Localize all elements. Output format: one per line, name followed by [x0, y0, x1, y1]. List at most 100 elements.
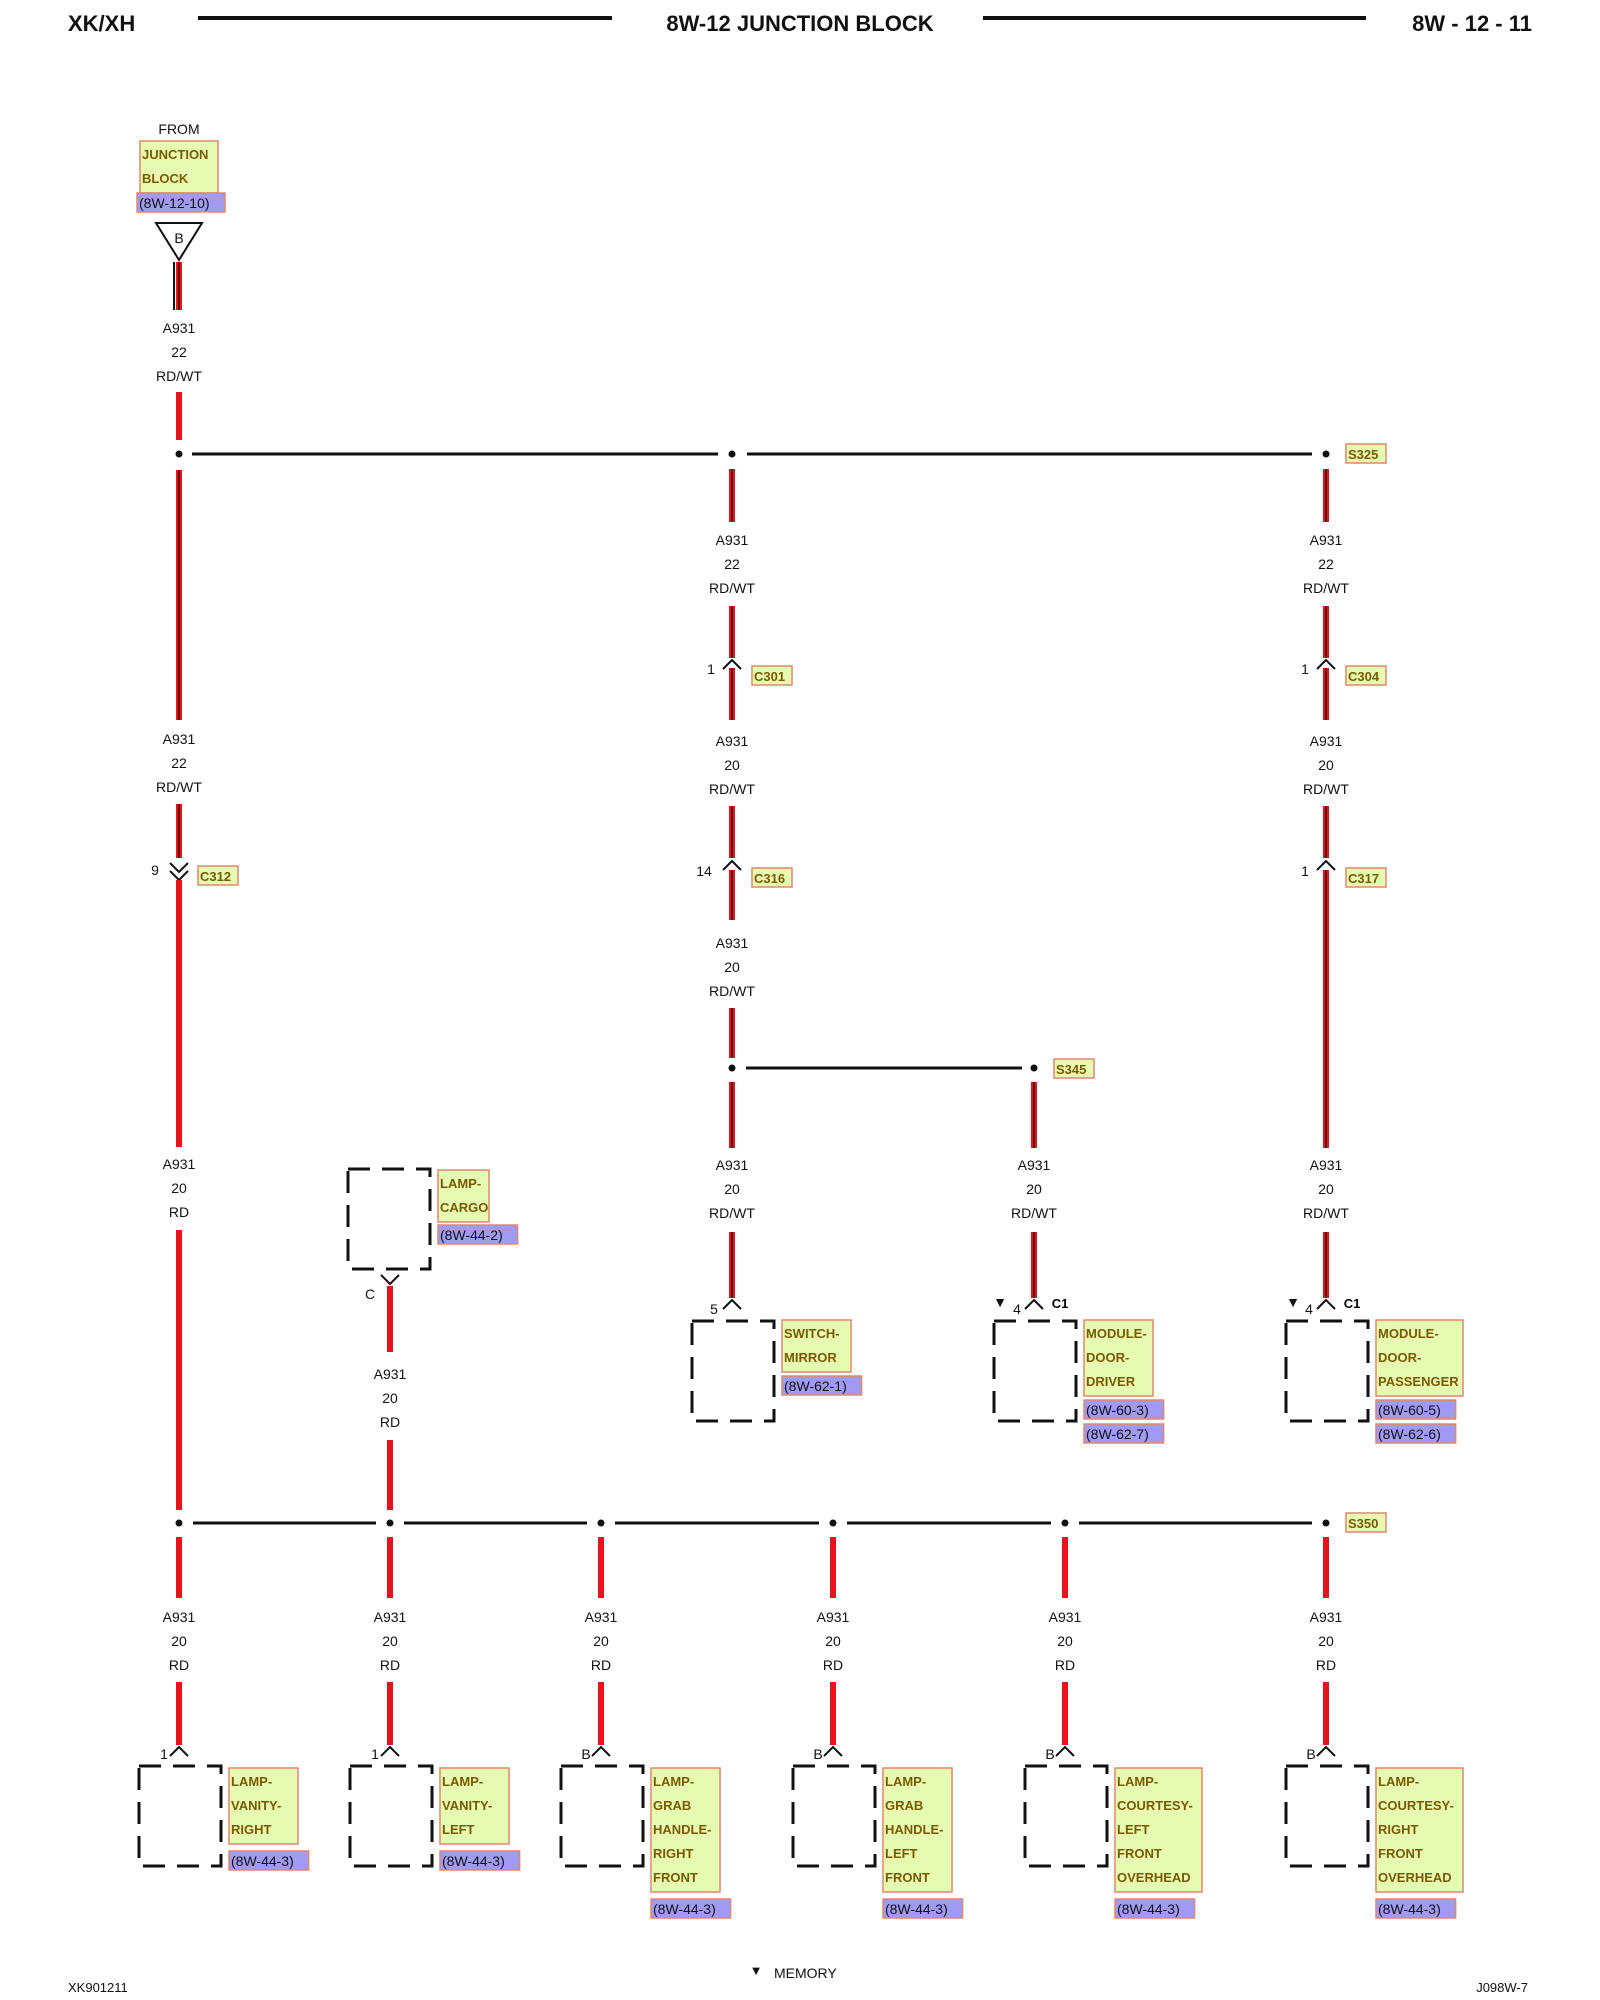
wire-bottom-4-label-gauge: 20: [825, 1633, 841, 1649]
wire-bottom-1-label-gauge: 20: [171, 1633, 187, 1649]
wire-bottom-5-label-circuit: A931: [1049, 1609, 1082, 1625]
connector-bottom-1-pin: 1: [160, 1746, 168, 1762]
wire-mid-c301-label-color: RD/WT: [709, 781, 755, 797]
component-bottom-2-name-line: LEFT: [442, 1822, 475, 1837]
splice-dot-bottom-4: [829, 1519, 837, 1527]
wire-cargo-label-gauge: 20: [382, 1390, 398, 1406]
splice-dot-mid-s345: [728, 1064, 736, 1072]
connector-driver-label: C1: [1052, 1296, 1069, 1311]
splice-dot-bottom-5: [1061, 1519, 1069, 1527]
component-bottom-3-name-line: RIGHT: [653, 1846, 694, 1861]
memory-marker-passenger: ▼: [1286, 1294, 1300, 1310]
component-bottom-4-name-line: GRAB: [885, 1798, 923, 1813]
component-bottom-5-ref-bg: [1114, 1898, 1196, 1919]
connector-switch-pin: 5: [710, 1301, 718, 1317]
splice-s350-label: S350: [1348, 1516, 1378, 1531]
connector-c304-label-bg: [1345, 665, 1387, 686]
footer-code: J098W-7: [1476, 1980, 1528, 1995]
component-passenger-door-module-name-line: PASSENGER: [1378, 1374, 1459, 1389]
wire-bottom-5-label-gauge: 20: [1057, 1633, 1073, 1649]
component-bottom-3-ref: (8W-44-3): [653, 1901, 716, 1917]
wire-mid-c316-label-circuit: A931: [716, 935, 749, 951]
component-driver-door-module-ref-2-bg: [1083, 1423, 1165, 1444]
connector-bottom-1-chevron: [169, 1745, 189, 1757]
component-bottom-5-box: [1023, 1764, 1109, 1868]
wire-bottom-6-label-circuit: A931: [1310, 1609, 1343, 1625]
component-switch-mirror-name-bg: [781, 1319, 852, 1373]
component-cargo-lamp-box: [346, 1167, 432, 1271]
connector-c316-chevron: [722, 859, 742, 871]
connector-bottom-5-chevron: [1055, 1745, 1075, 1757]
component-passenger-door-module-ref-2: (8W-62-6): [1378, 1426, 1441, 1442]
wire-mid-switch-label-circuit: A931: [716, 1157, 749, 1173]
component-bottom-1-ref: (8W-44-3): [231, 1853, 294, 1869]
connector-c304-pin: 1: [1301, 661, 1309, 677]
footer-doc-id: XK901211: [68, 1980, 128, 1995]
splice-dot-s325: [1322, 450, 1330, 458]
connector-c316-pin: 14: [696, 863, 712, 879]
source-name-bg: [139, 140, 219, 194]
connector-c316-label: C316: [754, 871, 785, 886]
wire-right-c304-label-circuit: A931: [1310, 733, 1343, 749]
wire-mid-c301-label-gauge: 20: [724, 757, 740, 773]
wire-mid-c316-label-color: RD/WT: [709, 983, 755, 999]
component-bottom-6-name-bg: [1375, 1767, 1464, 1893]
connector-bottom-4-pin: B: [813, 1746, 822, 1762]
connector-switch-chevron: [722, 1298, 742, 1310]
component-passenger-door-module-name-bg: [1375, 1319, 1464, 1397]
component-bottom-1-name-line: RIGHT: [231, 1822, 272, 1837]
wire-left-lower-label-circuit: A931: [163, 1156, 196, 1172]
connector-c312-chevron: [169, 862, 189, 874]
source-name-line: JUNCTION: [142, 147, 208, 162]
component-bottom-1-ref-bg: [228, 1850, 310, 1871]
connector-cargo-chevron: [380, 1274, 400, 1286]
connector-c317-label: C317: [1348, 871, 1379, 886]
source-pin: B: [174, 230, 183, 246]
component-bottom-4-name-bg: [882, 1767, 953, 1893]
component-bottom-3-name-line: GRAB: [653, 1798, 691, 1813]
connector-passenger-chevron: [1316, 1298, 1336, 1310]
component-passenger-door-module-ref-1-bg: [1375, 1399, 1457, 1420]
splice-s345-label: S345: [1056, 1062, 1086, 1077]
component-switch-mirror-name-line: SWITCH-: [784, 1326, 840, 1341]
component-bottom-1-name-line: LAMP-: [231, 1774, 272, 1789]
splice-s345-label-bg: [1053, 1058, 1095, 1079]
connector-bottom-3-chevron: [591, 1745, 611, 1757]
component-passenger-door-module-name-line: MODULE-: [1378, 1326, 1439, 1341]
wire-driver-label-gauge: 20: [1026, 1181, 1042, 1197]
component-bottom-6-box: [1284, 1764, 1370, 1868]
component-bottom-3-name-bg: [650, 1767, 721, 1893]
component-cargo-lamp-name-line: CARGO: [440, 1200, 488, 1215]
wire-passenger-label-gauge: 20: [1318, 1181, 1334, 1197]
wire-top-label-color: RD/WT: [156, 368, 202, 384]
component-bottom-4-name-line: FRONT: [885, 1870, 930, 1885]
source-connector-triangle: [154, 222, 204, 262]
connector-bottom-2-chevron: [380, 1745, 400, 1757]
component-bottom-1-name-bg: [228, 1767, 299, 1845]
wire-bottom-6-label-gauge: 20: [1318, 1633, 1334, 1649]
component-driver-door-module-name-line: MODULE-: [1086, 1326, 1147, 1341]
component-bottom-5-name-line: FRONT: [1117, 1846, 1162, 1861]
component-driver-door-module-ref-1: (8W-60-3): [1086, 1402, 1149, 1418]
connector-c301-pin: 1: [707, 661, 715, 677]
legend-memory-text: MEMORY: [774, 1965, 837, 1981]
wire-mid-switch-label-gauge: 20: [724, 1181, 740, 1197]
wire-top-label-gauge: 22: [171, 344, 187, 360]
connector-c304-label: C304: [1348, 669, 1380, 684]
component-bottom-2-ref: (8W-44-3): [442, 1853, 505, 1869]
component-bottom-3-name-line: LAMP-: [653, 1774, 694, 1789]
component-bottom-2-name-bg: [439, 1767, 510, 1845]
wire-left-lower-label-color: RD: [169, 1204, 189, 1220]
wire-right-c304-label-gauge: 20: [1318, 757, 1334, 773]
component-bottom-2-name-line: VANITY-: [442, 1798, 492, 1813]
wire-bottom-4-label-color: RD: [823, 1657, 843, 1673]
connector-c316-label-bg: [751, 867, 793, 888]
component-bottom-3-name-line: FRONT: [653, 1870, 698, 1885]
component-cargo-lamp-name-line: LAMP-: [440, 1176, 481, 1191]
component-bottom-4-box: [791, 1764, 877, 1868]
component-bottom-6-name-line: OVERHEAD: [1378, 1870, 1452, 1885]
wire-left-upper-label-circuit: A931: [163, 731, 196, 747]
component-bottom-5-name-line: LAMP-: [1117, 1774, 1158, 1789]
component-bottom-6-name-line: COURTESY-: [1378, 1798, 1454, 1813]
